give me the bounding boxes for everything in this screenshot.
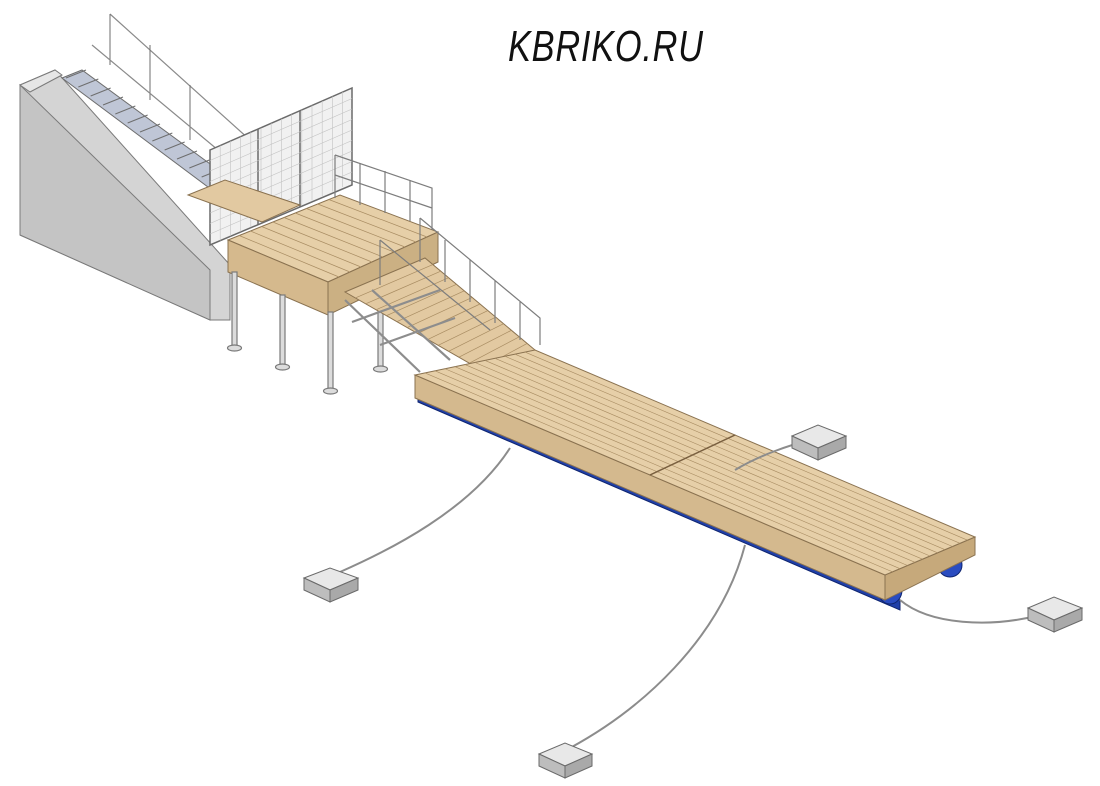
mooring-chain (339, 439, 1041, 749)
gangway-ramp (343, 217, 541, 376)
anchor-block-1 (302, 567, 360, 603)
brand-watermark: KBRIKO.RU (508, 22, 704, 71)
floating-pontoon (413, 349, 977, 611)
anchor-block-4 (537, 742, 594, 779)
anchor-block-3 (1026, 596, 1084, 633)
entry-deck (186, 179, 302, 223)
anchor-block-2 (790, 424, 848, 461)
concrete-abutment (18, 69, 231, 321)
